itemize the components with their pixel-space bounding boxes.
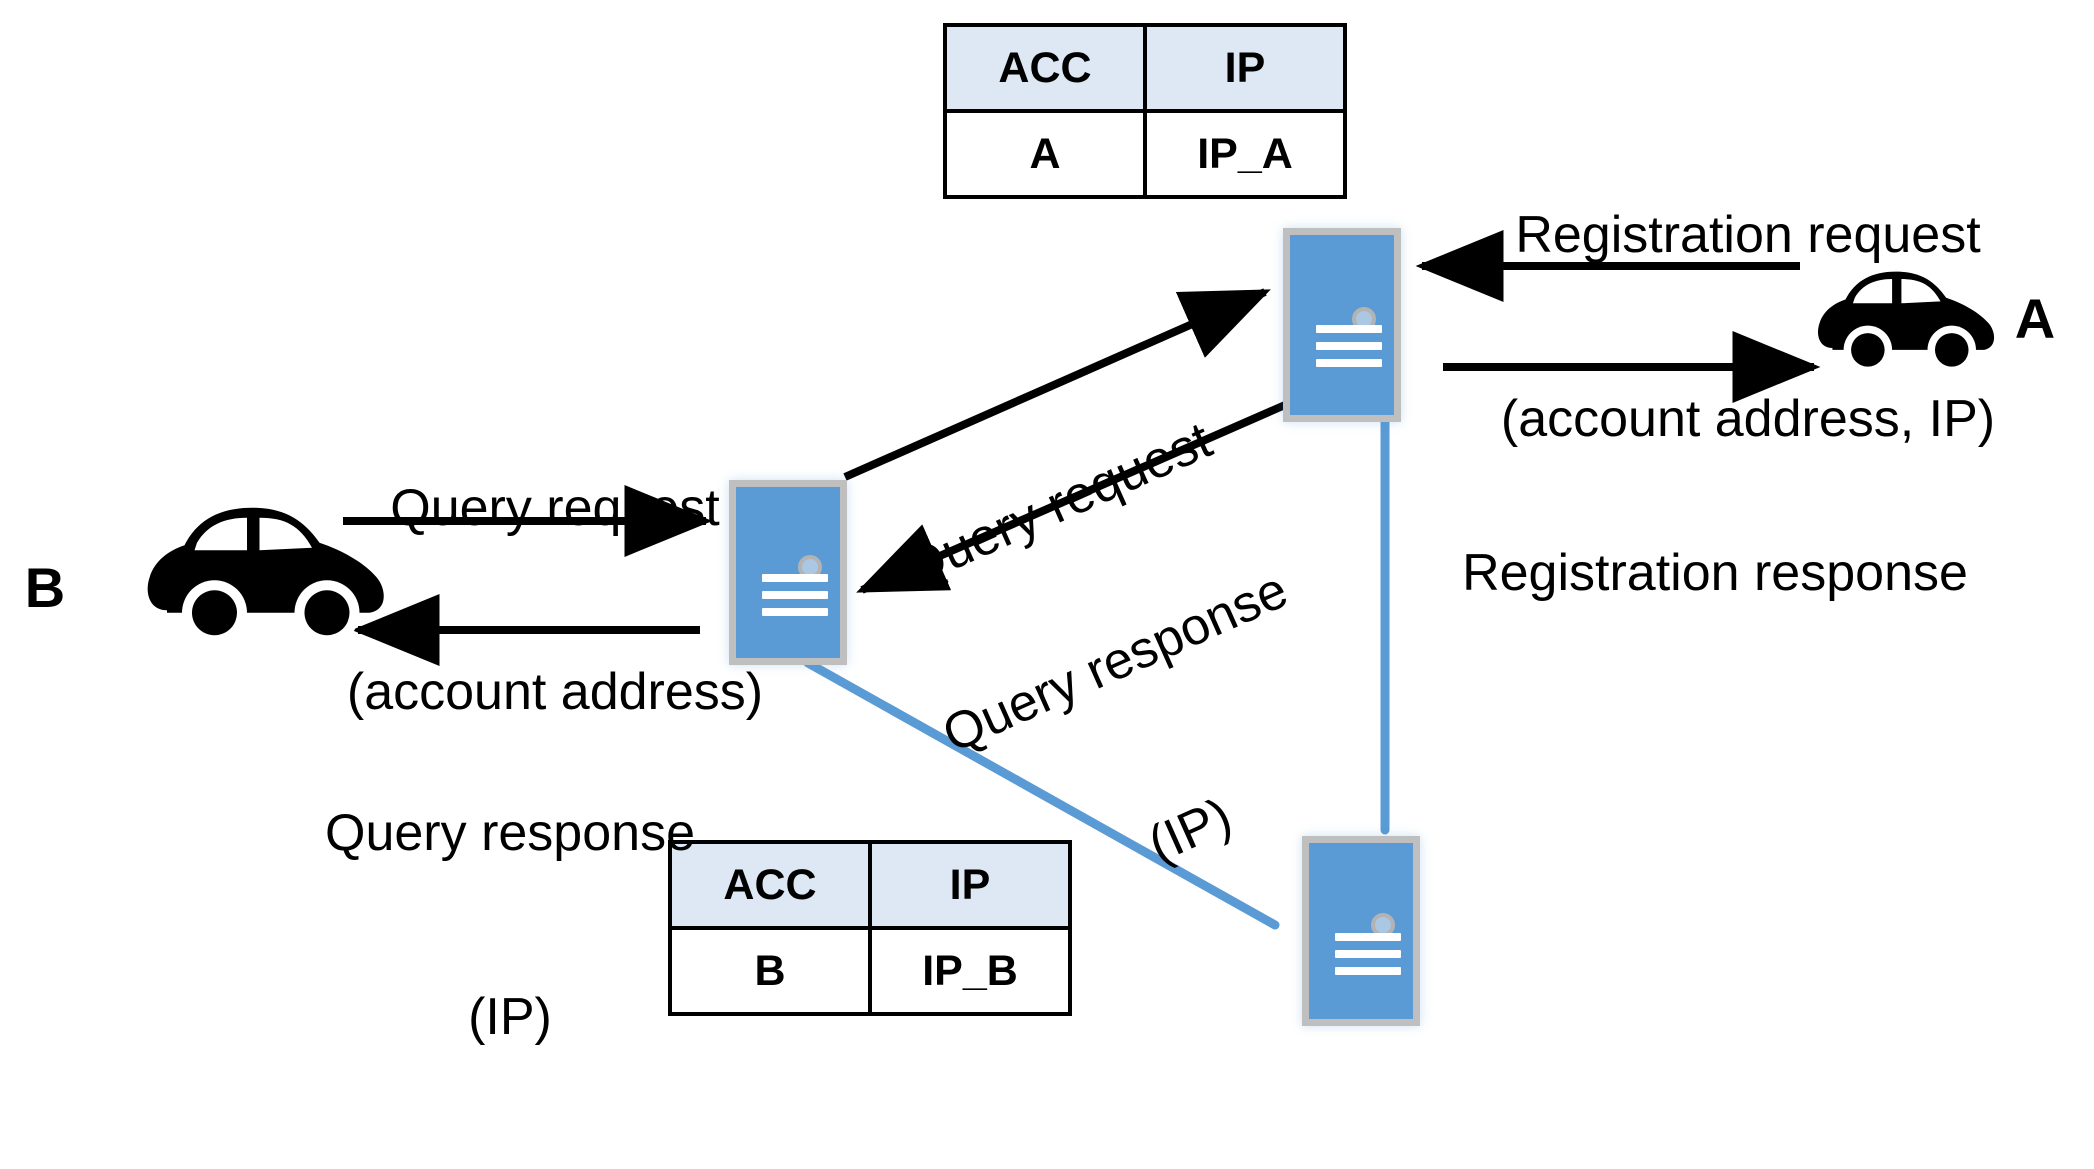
- autocoin-label-line1: autoCoin: [1160, 1163, 1560, 1169]
- query-request-b-line2: (account address): [346, 662, 764, 721]
- server-vent-bars-icon: [1335, 933, 1401, 975]
- table-row: B IP_B: [668, 926, 1072, 1016]
- table-header-row: ACC IP: [668, 840, 1072, 930]
- registration-table-b: ACC IP B IP_B: [668, 840, 1072, 1016]
- server-icon-autocoin[interactable]: [1302, 836, 1420, 1026]
- query-response-node-line2: (IP): [1139, 786, 1241, 874]
- query-request-b-label: Query request (account address): [240, 355, 870, 846]
- car-icon-b[interactable]: [142, 500, 392, 648]
- query-response-b-label: Query response (IP): [230, 680, 790, 1169]
- table-cell-ip: IP_A: [1143, 109, 1347, 199]
- server-icon-top[interactable]: [1283, 228, 1401, 422]
- table-row: A IP_A: [943, 109, 1347, 199]
- query-response-b-line2: (IP): [468, 987, 552, 1046]
- server-vent-bars-icon: [1316, 325, 1382, 367]
- table-header-acc: ACC: [668, 840, 872, 930]
- query-response-node-line1: Query response: [934, 560, 1296, 765]
- table-cell-acc: B: [668, 926, 872, 1016]
- autocoin-node-label: autoCoin node: [1160, 1040, 1560, 1169]
- table-header-ip: IP: [1143, 23, 1347, 113]
- query-request-b-line1: Query request: [390, 478, 720, 537]
- table-cell-ip: IP_B: [868, 926, 1072, 1016]
- registration-request-line1: Registration request: [1515, 205, 1981, 264]
- query-response-b-line1: Query response: [325, 803, 695, 862]
- registration-request-label: Registration request (account address, I…: [1418, 82, 2078, 573]
- registration-response-line1: Registration response: [1462, 543, 1968, 602]
- table-header-acc: ACC: [943, 23, 1147, 113]
- vehicle-a-label: A: [2014, 287, 2056, 350]
- server-icon-left[interactable]: [729, 480, 847, 665]
- vehicle-b-label: B: [24, 556, 66, 619]
- registration-table-a: ACC IP A IP_A: [943, 23, 1347, 199]
- registration-response-label: Registration response: [1415, 420, 2015, 727]
- table-header-row: ACC IP: [943, 23, 1347, 113]
- table-header-ip: IP: [868, 840, 1072, 930]
- table-cell-acc: A: [943, 109, 1147, 199]
- car-icon-a[interactable]: [1812, 266, 2002, 376]
- server-vent-bars-icon: [762, 574, 828, 616]
- registration-request-line2: (account address, IP): [1500, 389, 1996, 448]
